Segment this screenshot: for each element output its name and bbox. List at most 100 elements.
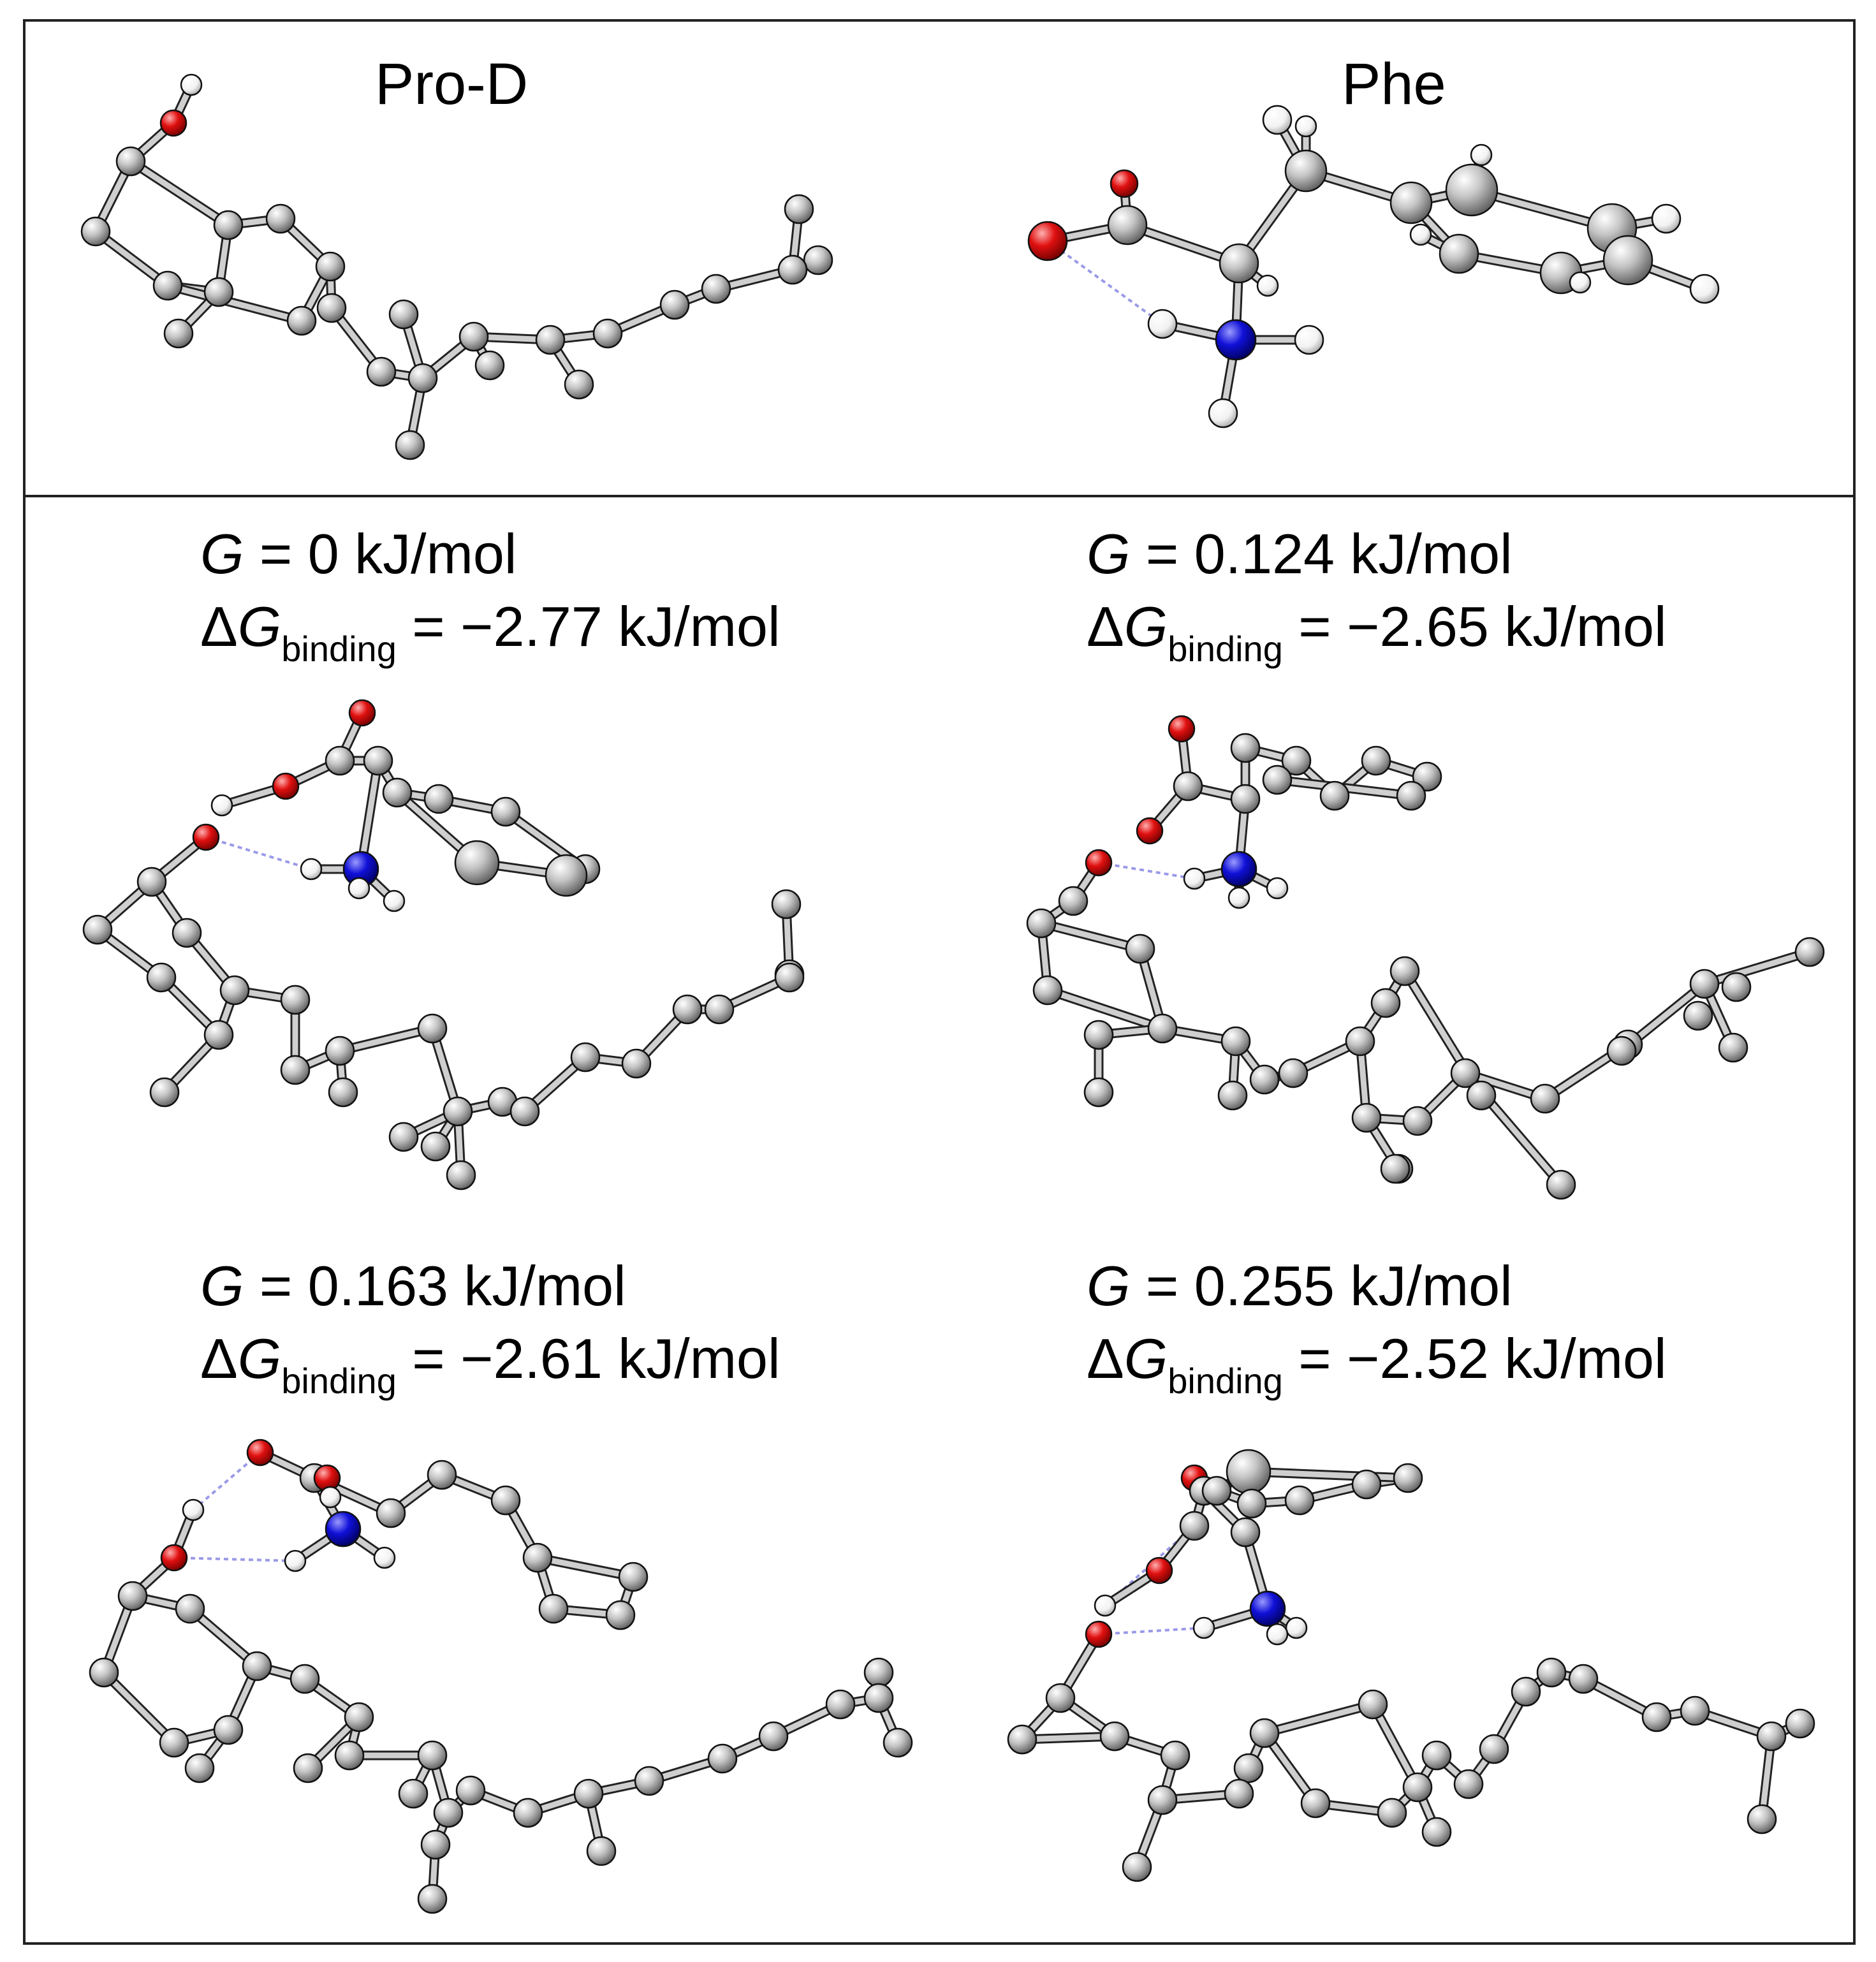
hydrogen-atom (319, 1486, 342, 1509)
carbon-atom (618, 1562, 649, 1592)
carbon-atom (1361, 745, 1391, 776)
carbon-atom (219, 975, 250, 1006)
carbon-atom (707, 1743, 738, 1774)
carbon-atom (1479, 1734, 1509, 1764)
hydrogen-atom (373, 1546, 396, 1569)
nitrogen-atom (325, 1511, 362, 1548)
hydrogen-atom (300, 858, 323, 881)
carbon-atom (433, 1797, 464, 1828)
hydrogen-bond (192, 1451, 261, 1511)
hydrogen-atom (1192, 1616, 1215, 1639)
carbon-atom (573, 1778, 604, 1809)
carbon-atom (1680, 1695, 1710, 1726)
nitrogen-atom (1220, 851, 1257, 888)
carbon-atom (289, 1664, 320, 1694)
carbon-atom (1217, 1080, 1248, 1111)
carbon-atom (344, 1702, 374, 1732)
bottom-panel (23, 495, 1856, 1945)
carbon-atom (117, 1581, 148, 1611)
hydrogen-atom (1294, 325, 1324, 355)
hydrogen-atom (180, 73, 203, 96)
carbon-atom (388, 299, 419, 330)
carbon-atom (883, 1727, 913, 1758)
carbon-atom (1396, 780, 1426, 811)
carbon-atom (1794, 937, 1825, 967)
bond (128, 158, 231, 228)
carbon-atom (1747, 1804, 1777, 1834)
carbon-atom (825, 1689, 856, 1720)
bond (1038, 920, 1143, 952)
carbon-atom (366, 356, 397, 387)
bond (337, 1025, 436, 1054)
carbon-atom (1439, 233, 1479, 274)
carbon-atom (777, 254, 808, 285)
carbon-atom (1230, 1517, 1261, 1548)
conformer-2-dg: ΔGbinding = −2.65 kJ/mol (1087, 595, 1667, 670)
carbon-atom (1785, 1708, 1815, 1739)
hydrogen-atom (1183, 867, 1206, 890)
carbon-atom (545, 854, 588, 897)
hydrogen-atom (1147, 309, 1178, 339)
carbon-atom (328, 1077, 358, 1108)
oxygen-atom (348, 699, 376, 727)
carbon-atom (1389, 956, 1420, 986)
carbon-atom (1453, 1769, 1484, 1799)
carbon-atom (1380, 1153, 1411, 1184)
oxygen-atom (1085, 849, 1113, 877)
carbon-atom (1402, 1772, 1433, 1803)
bond (101, 1669, 177, 1746)
carbon-atom (159, 1727, 189, 1758)
carbon-atom (146, 962, 177, 993)
carbon-atom (1125, 933, 1155, 964)
carbon-atom (1641, 1702, 1672, 1732)
oxygen-atom (1136, 817, 1164, 845)
carbon-atom (634, 1766, 664, 1796)
carbon-atom (1147, 1785, 1178, 1815)
carbon-atom (564, 369, 594, 400)
bond (1370, 1701, 1421, 1790)
carbon-atom (395, 430, 425, 460)
carbon-atom (1226, 1449, 1271, 1495)
carbon-atom (417, 1013, 448, 1044)
carbon-atom (592, 318, 623, 349)
carbon-atom (1546, 1169, 1576, 1200)
carbon-atom (203, 277, 234, 307)
carbon-atom (417, 1884, 448, 1914)
carbon-atom (509, 1096, 540, 1127)
carbon-atom (280, 1055, 311, 1085)
carbon-atom (82, 914, 113, 945)
carbon-atom (513, 1797, 543, 1828)
conformer-1-energy: G = 0 kJ/mol ΔGbinding = −2.77 kJ/mol (200, 518, 780, 669)
hydrogen-bond (1098, 861, 1195, 880)
carbon-atom (1377, 1797, 1407, 1828)
carbon-atom (334, 1740, 365, 1771)
carbon-atom (1099, 1721, 1130, 1752)
carbon-atom (1007, 1724, 1037, 1755)
oxygen-atom (192, 823, 220, 851)
carbon-atom (163, 318, 194, 349)
carbon-atom (803, 245, 833, 275)
carbon-atom (1402, 1106, 1433, 1136)
hydrogen-atom (1470, 143, 1493, 166)
conformer-2-molecule (1026, 715, 1825, 1200)
carbon-atom (1445, 163, 1499, 217)
carbon-atom (1147, 1013, 1178, 1044)
carbon-atom (570, 1042, 601, 1073)
carbon-atom (1220, 1026, 1251, 1057)
oxygen-atom (1168, 715, 1196, 743)
hydrogen-atom (1651, 203, 1682, 234)
conformer-3-molecule (89, 1439, 913, 1914)
hydrogen-bond (205, 836, 312, 870)
hydrogen-bond (1098, 1627, 1205, 1636)
hydrogen-atom (1266, 1623, 1289, 1646)
carbon-atom (1224, 1778, 1254, 1809)
carbon-atom (784, 194, 814, 224)
bond (1701, 949, 1813, 987)
bond (1245, 1468, 1411, 1481)
oxygen-atom (1085, 1620, 1113, 1648)
carbon-atom (1300, 1788, 1331, 1819)
carbon-atom (672, 994, 703, 1025)
carbon-atom (1421, 1740, 1452, 1771)
carbon-atom (149, 1077, 180, 1108)
